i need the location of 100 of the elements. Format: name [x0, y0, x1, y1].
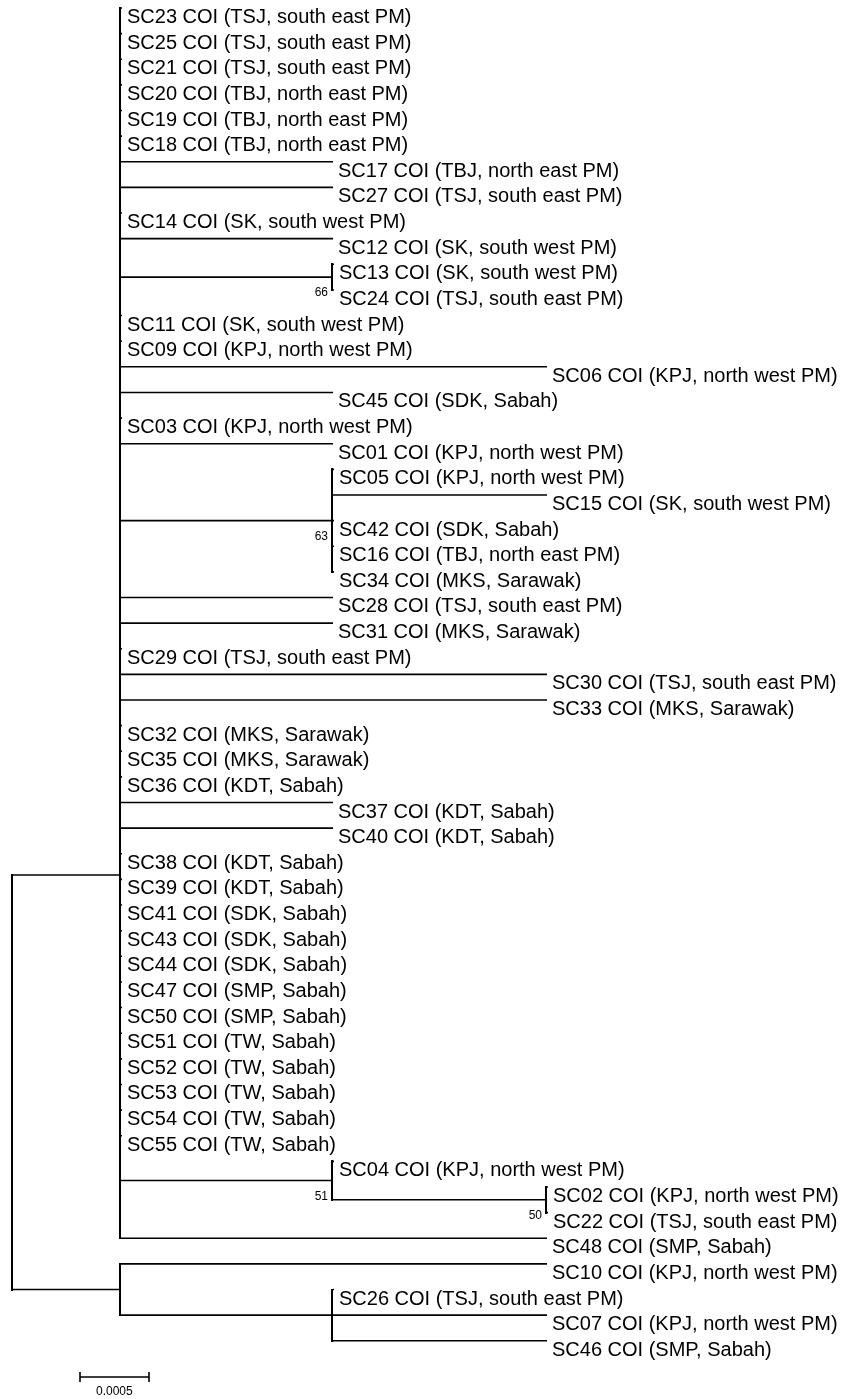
taxon-label: SC29 COI (TSJ, south east PM): [122, 644, 412, 669]
taxon-label: SC41 COI (SDK, Sabah): [122, 901, 348, 926]
taxon-label: SC35 COI (MKS, Sarawak): [122, 747, 370, 772]
taxon-label: SC13 COI (SK, south west PM): [334, 260, 618, 285]
taxon-label: SC47 COI (SMP, Sabah): [122, 977, 347, 1002]
branch-line: [120, 596, 334, 599]
taxon-label: SC04 COI (KPJ, north west PM): [334, 1157, 625, 1182]
taxon-label: SC15 COI (SK, south west PM): [547, 490, 831, 515]
taxon-label: SC16 COI (TBJ, north east PM): [334, 542, 621, 567]
clade-line: [119, 1262, 121, 1317]
taxon-label: SC52 COI (TW, Sabah): [122, 1054, 336, 1079]
bootstrap-value: 66: [314, 285, 328, 300]
clade-line: [331, 1160, 333, 1201]
taxon-label: SC06 COI (KPJ, north west PM): [547, 362, 838, 387]
taxon-label: SC46 COI (SMP, Sabah): [547, 1336, 772, 1361]
taxon-label: SC17 COI (TBJ, north east PM): [333, 157, 620, 182]
taxon-label: SC11 COI (SK, south west PM): [122, 311, 405, 336]
branch-line: [332, 1339, 548, 1342]
branch-line: [332, 1314, 548, 1316]
branch-line: [120, 186, 334, 189]
taxon-label: SC10 COI (KPJ, north west PM): [547, 1259, 838, 1284]
taxon-label: SC34 COI (MKS, Sarawak): [334, 567, 582, 592]
branch-line: [120, 7, 123, 9]
branch-line: [332, 468, 335, 471]
taxon-label: SC37 COI (KDT, Sabah): [333, 798, 555, 823]
branch-line: [120, 622, 334, 624]
taxon-label: SC05 COI (KPJ, north west PM): [334, 465, 625, 490]
taxon-label: SC53 COI (TW, Sabah): [122, 1080, 336, 1105]
taxon-label: SC07 COI (KPJ, north west PM): [547, 1311, 838, 1336]
bootstrap-value: 63: [314, 528, 328, 543]
taxon-label: SC19 COI (TBJ, north east PM): [122, 106, 409, 131]
branch-line: [332, 519, 335, 522]
taxon-label: SC22 COI (TSJ, south east PM): [548, 1208, 838, 1233]
taxon-label: SC20 COI (TBJ, north east PM): [122, 80, 409, 105]
taxon-label: SC48 COI (SMP, Sabah): [547, 1234, 772, 1259]
branch-line: [546, 1211, 549, 1214]
taxon-label: SC02 COI (KPJ, north west PM): [548, 1182, 839, 1207]
branch-line: [120, 237, 334, 240]
branch-line: [120, 699, 548, 701]
branch-line: [120, 673, 548, 676]
taxon-label: SC21 COI (TSJ, south east PM): [122, 55, 412, 80]
branch-line: [332, 571, 335, 573]
taxon-label: SC27 COI (TSJ, south east PM): [333, 183, 623, 208]
branch-line: [332, 263, 335, 266]
taxon-label: SC51 COI (TW, Sabah): [122, 1029, 336, 1054]
branch-line: [120, 1237, 548, 1240]
branch-line: [120, 442, 334, 445]
taxon-label: SC43 COI (SDK, Sabah): [122, 926, 348, 951]
branch-line: [120, 1179, 332, 1182]
scale-value: 0.0005: [96, 1384, 133, 1398]
branch-line: [120, 801, 334, 804]
taxon-label: SC54 COI (TW, Sabah): [122, 1106, 336, 1131]
branch-line: [120, 276, 332, 278]
taxon-label: SC01 COI (KPJ, north west PM): [333, 439, 624, 464]
taxon-label: SC36 COI (KDT, Sabah): [122, 772, 344, 797]
clade-line: [119, 7, 121, 1240]
taxon-label: SC55 COI (TW, Sabah): [122, 1131, 336, 1156]
taxon-label: SC23 COI (TSJ, south east PM): [122, 4, 412, 28]
taxon-label: SC39 COI (KDT, Sabah): [122, 875, 344, 900]
taxon-label: SC50 COI (SMP, Sabah): [122, 1003, 347, 1028]
taxon-label: SC26 COI (TSJ, south east PM): [334, 1285, 624, 1310]
branch-line: [332, 1160, 335, 1163]
taxon-label: SC03 COI (KPJ, north west PM): [122, 414, 413, 439]
branch-line: [120, 391, 334, 394]
taxon-label: SC38 COI (KDT, Sabah): [122, 849, 344, 874]
branch-line: [120, 1263, 548, 1265]
branch-line: [120, 1314, 332, 1316]
taxon-label: SC09 COI (KPJ, north west PM): [122, 337, 413, 362]
branch-line: [332, 289, 335, 291]
bootstrap-value: 51: [314, 1188, 328, 1203]
branch-line: [120, 161, 334, 163]
clade-line: [331, 468, 333, 573]
taxon-label: SC25 COI (TSJ, south east PM): [122, 29, 412, 54]
taxon-label: SC28 COI (TSJ, south east PM): [333, 593, 623, 618]
taxon-label: SC18 COI (TBJ, north east PM): [122, 132, 409, 157]
taxon-label: SC14 COI (SK, south west PM): [122, 209, 406, 234]
branch-line: [120, 519, 332, 522]
clade-line: [331, 1288, 333, 1342]
branch-line: [546, 1186, 549, 1188]
taxon-label: SC40 COI (KDT, Sabah): [333, 824, 555, 849]
taxon-label: SC24 COI (TSJ, south east PM): [334, 285, 624, 310]
clade-line: [545, 1185, 547, 1214]
clade-line: [331, 263, 333, 291]
branch-line: [120, 366, 548, 368]
taxon-label: SC45 COI (SDK, Sabah): [333, 388, 559, 413]
taxon-label: SC30 COI (TSJ, south east PM): [547, 670, 837, 695]
branch-line: [332, 1199, 546, 1201]
branch-line: [12, 1288, 120, 1291]
branch-line: [120, 827, 334, 829]
branch-line: [12, 874, 120, 876]
taxon-label: SC44 COI (SDK, Sabah): [122, 952, 348, 977]
branch-line: [332, 494, 548, 496]
bootstrap-value: 50: [528, 1207, 542, 1222]
taxon-label: SC42 COI (SDK, Sabah): [334, 516, 560, 541]
taxon-label: SC31 COI (MKS, Sarawak): [333, 619, 581, 644]
taxon-label: SC33 COI (MKS, Sarawak): [547, 696, 795, 720]
taxon-label: SC12 COI (SK, south west PM): [333, 234, 617, 259]
taxon-label: SC32 COI (MKS, Sarawak): [122, 721, 370, 746]
branch-line: [332, 1288, 335, 1291]
clade-line: [11, 874, 13, 1291]
